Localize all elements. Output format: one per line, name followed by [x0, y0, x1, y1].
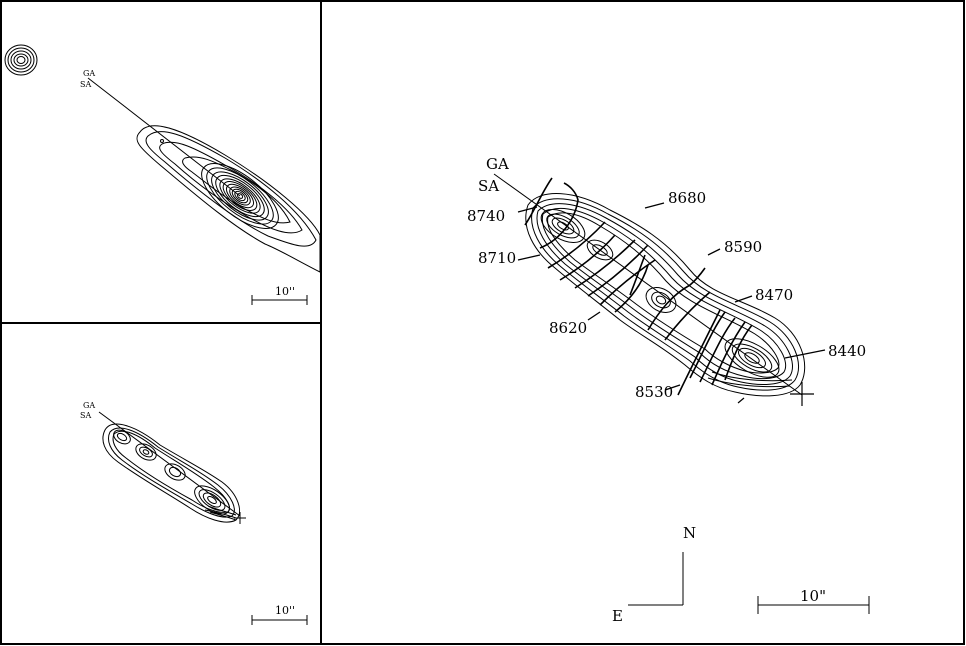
galaxy-contours	[136, 125, 321, 273]
bottom-left-panel: GA SA 10	[80, 401, 308, 625]
scale-bar-label: 10''	[275, 285, 295, 298]
velocity-label-8710: 8710	[478, 249, 516, 267]
velocity-label-8530: 8530	[635, 383, 673, 401]
velocity-label-8620: 8620	[549, 319, 587, 337]
top-left-panel-frame	[0, 0, 322, 324]
point-source-contours	[4, 44, 38, 76]
scale-bar-bottom-left	[251, 615, 308, 625]
isovelocity-curves	[524, 177, 753, 396]
compass-north-label: N	[683, 524, 696, 542]
velocity-label-8740: 8740	[467, 207, 505, 225]
axis-label-ga: GA	[83, 401, 95, 410]
compass	[628, 552, 684, 606]
bottom-left-panel-frame	[0, 322, 322, 645]
velocity-label-8470: 8470	[755, 286, 793, 304]
scale-bar-label: 10''	[275, 604, 295, 617]
right-panel: GA SA	[467, 155, 870, 625]
compass-east-label: E	[612, 607, 623, 625]
axis-label-sa: SA	[80, 411, 91, 420]
scale-bar-label: 10"	[800, 587, 826, 605]
plus-marker	[790, 382, 814, 406]
axis-label-ga: GA	[486, 155, 509, 173]
velocity-label-leaders	[517, 202, 826, 391]
axis-label-sa: SA	[80, 80, 91, 89]
galaxy-contours	[102, 423, 240, 523]
top-left-panel: GA SA 10''	[4, 44, 321, 305]
scale-bar-top-left	[251, 295, 308, 305]
velocity-label-8590: 8590	[724, 238, 762, 256]
scale-bar-right	[757, 596, 870, 614]
velocity-label-8680: 8680	[668, 189, 706, 207]
right-panel-frame	[320, 0, 965, 645]
tick-mark	[737, 397, 745, 404]
slit-axis-line	[87, 77, 241, 197]
plus-marker	[234, 512, 246, 524]
axis-label-ga: GA	[83, 69, 95, 78]
velocity-label-8440: 8440	[828, 342, 866, 360]
axis-label-sa: SA	[478, 177, 499, 195]
